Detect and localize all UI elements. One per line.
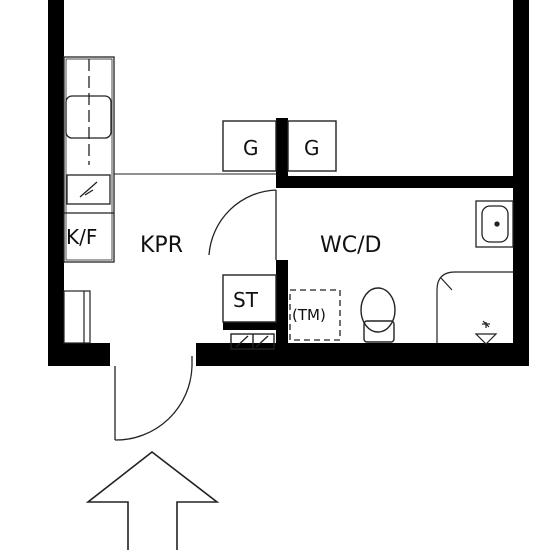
wardrobe-left-label: G [243,136,259,160]
bottom-wall-right [196,343,529,366]
kitchen-sink [65,95,112,139]
floor-drain-icon [474,320,498,345]
washing-machine [289,289,341,341]
bathroom-label: WC/D [320,233,381,258]
left-exterior-wall [48,0,64,366]
right-exterior-wall [513,0,529,366]
lower-counter [63,290,91,344]
bottom-wall-left [48,343,110,366]
wardrobe-right-label: G [304,136,320,160]
walls [48,0,529,366]
bathroom-top-wall [276,176,513,188]
wardrobes [222,120,337,172]
bathroom-partition-wall [276,118,288,188]
entrance-arrow-icon [85,450,220,550]
fridge-freezer-label: K/F [66,225,97,249]
storage-closet-label: ST [233,288,259,312]
toilet-icon [360,287,396,343]
kitchen-room-label: KPR [140,233,183,258]
stove-icon [66,174,111,205]
closet-bottom-wall [223,322,278,330]
bathroom-door [208,189,277,260]
storage-closet [222,274,277,350]
kitchen-counter [63,56,276,263]
shower-area [436,271,513,343]
wardrobe-right [287,120,337,172]
wardrobe-left [222,120,277,172]
washing-machine-label: (TM) [292,306,326,324]
entrance-door [114,356,193,441]
bathroom-lower-partition [276,260,288,350]
sink-icon [475,200,514,248]
